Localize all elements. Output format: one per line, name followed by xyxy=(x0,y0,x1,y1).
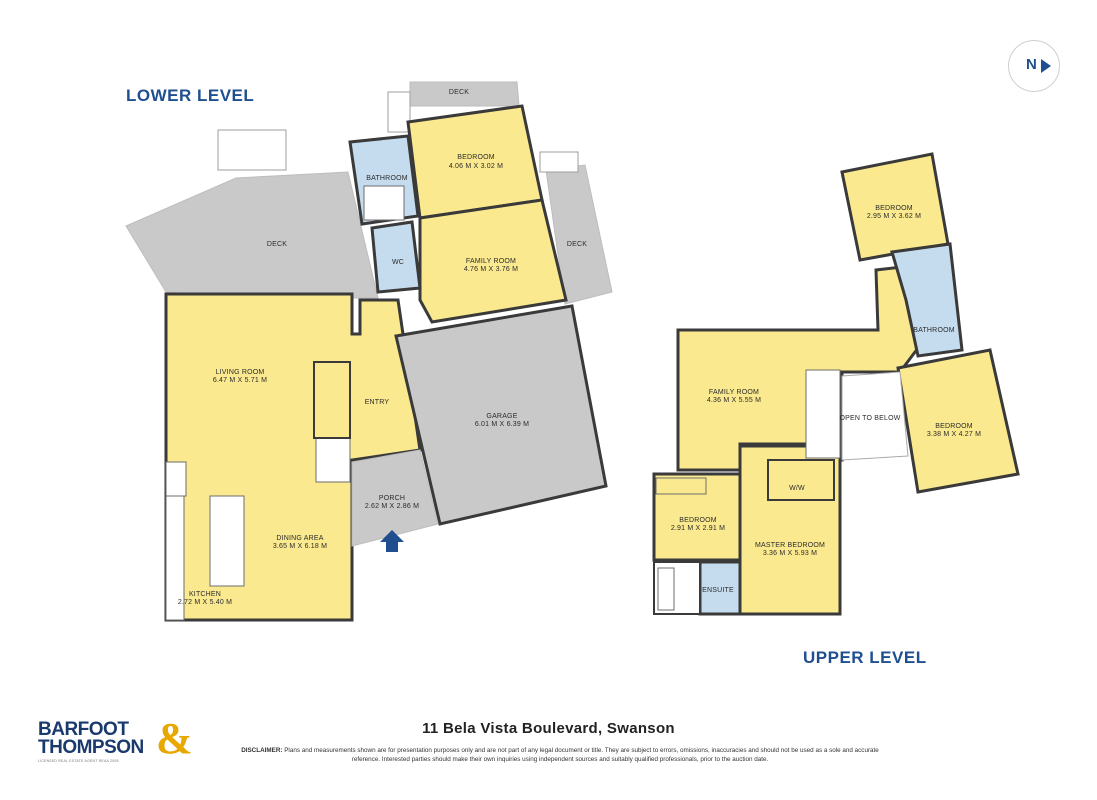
porch-label: PORCH xyxy=(379,495,405,502)
entry-label: ENTRY xyxy=(365,399,390,406)
bedroom-u2-shape xyxy=(896,348,1020,494)
porch-shape xyxy=(351,449,439,547)
kitchen-size: 2.72 M X 5.40 M xyxy=(178,599,232,606)
north-arrow-icon xyxy=(1041,59,1051,73)
disclaimer-text: Plans and measurements shown are for pre… xyxy=(284,747,879,763)
upper-level-plan: BEDROOM 2.95 M X 3.62 M BATHROOM FAMILY … xyxy=(652,152,1020,616)
bedroom-u3-wardrobe xyxy=(655,477,707,495)
dining-label: DINING AREA xyxy=(276,535,323,542)
master-label: MASTER BEDROOM xyxy=(755,542,825,549)
upper-bath-tub xyxy=(657,567,675,611)
bedroom-u2-size: 3.38 M X 4.27 M xyxy=(927,431,981,438)
family-upper-size: 4.36 M X 5.55 M xyxy=(707,397,761,404)
bedroom-lower-label: BEDROOM xyxy=(457,154,495,161)
wc-shape xyxy=(370,220,422,294)
garage-shape xyxy=(394,304,608,526)
bathroom-upper-shape xyxy=(890,242,964,358)
stairs-top xyxy=(387,91,411,133)
lower-interior-details xyxy=(165,185,405,621)
ensuite-label: ENSUITE xyxy=(702,587,734,594)
lower-labels: DECK BATHROOM BEDROOM 4.06 M X 3.02 M DE… xyxy=(178,89,587,606)
deck-right-label: DECK xyxy=(567,241,587,248)
dining-size: 3.65 M X 6.18 M xyxy=(273,543,327,550)
garage-label: GARAGE xyxy=(486,413,517,420)
floor-plan: DECK BATHROOM BEDROOM 4.06 M X 3.02 M DE… xyxy=(125,81,1020,622)
deck-left-label: DECK xyxy=(267,241,287,248)
porch-size: 2.62 M X 2.86 M xyxy=(365,503,419,510)
lower-level-title: LOWER LEVEL xyxy=(126,86,255,105)
master-size: 3.36 M X 5.93 M xyxy=(763,550,817,557)
bedroom-u3-label: BEDROOM xyxy=(679,517,717,524)
bedroom-lower-size: 4.06 M X 3.02 M xyxy=(449,163,503,170)
upper-level-title: UPPER LEVEL xyxy=(803,648,927,667)
stairs-left xyxy=(217,129,287,171)
property-address: 11 Bela Vista Boulevard, Swanson xyxy=(422,720,675,737)
barfoot-thompson-logo: BARFOOT THOMPSON & LICENSED REAL ESTATE … xyxy=(38,717,198,771)
deck-left-shape xyxy=(125,171,379,299)
family-lower-label: FAMILY ROOM xyxy=(466,258,516,265)
logo-tagline: LICENSED REAL ESTATE AGENT REAA 2008 xyxy=(38,759,119,763)
bathroom-upper-label: BATHROOM xyxy=(913,327,955,334)
wc-label: WC xyxy=(392,259,404,266)
lower-stair-flight xyxy=(315,435,351,483)
upper-labels: BEDROOM 2.95 M X 3.62 M BATHROOM FAMILY … xyxy=(671,205,981,594)
lower-cupboard xyxy=(313,361,351,439)
open-to-below-area xyxy=(841,371,909,461)
bathroom-lower-label: BATHROOM xyxy=(366,175,408,182)
north-compass: N xyxy=(1008,40,1060,92)
kitchen-label: KITCHEN xyxy=(189,591,221,598)
upper-rooms xyxy=(652,152,1020,616)
deck-stairs xyxy=(217,91,579,173)
fridge-nook xyxy=(165,461,187,497)
bedroom-u2-label: BEDROOM xyxy=(935,423,973,430)
garage-size: 6.01 M X 6.39 M xyxy=(475,421,529,428)
logo-line-2: THOMPSON xyxy=(38,737,144,758)
disclaimer-label: DISCLAIMER: xyxy=(241,747,283,754)
bedroom-u3-size: 2.91 M X 2.91 M xyxy=(671,525,725,532)
disclaimer: DISCLAIMER: Plans and measurements shown… xyxy=(230,746,890,764)
kitchen-island xyxy=(209,495,245,587)
ww-label: W/W xyxy=(789,485,805,492)
ww-closet xyxy=(767,459,835,501)
shower-lower xyxy=(363,185,405,221)
bedroom-u1-label: BEDROOM xyxy=(875,205,913,212)
logo-line-1: BARFOOT xyxy=(38,719,129,740)
living-size: 6.47 M X 5.71 M xyxy=(213,377,267,384)
living-label: LIVING ROOM xyxy=(216,369,265,376)
deck-top-label: DECK xyxy=(449,89,469,96)
stairs-right xyxy=(539,151,579,173)
family-upper-label: FAMILY ROOM xyxy=(709,389,759,396)
lower-level-plan: DECK BATHROOM BEDROOM 4.06 M X 3.02 M DE… xyxy=(125,81,613,622)
family-lower-size: 4.76 M X 3.76 M xyxy=(464,266,518,273)
bedroom-u1-size: 2.95 M X 3.62 M xyxy=(867,213,921,220)
upper-interior-details xyxy=(655,369,909,611)
compass-label: N xyxy=(1026,56,1037,73)
upper-stair-flight xyxy=(805,369,841,459)
entrance-arrow-icon xyxy=(380,530,404,552)
logo-ampersand: & xyxy=(156,714,193,763)
bedroom-lower-shape xyxy=(406,104,544,220)
open-to-below-label: OPEN TO BELOW xyxy=(839,415,900,422)
